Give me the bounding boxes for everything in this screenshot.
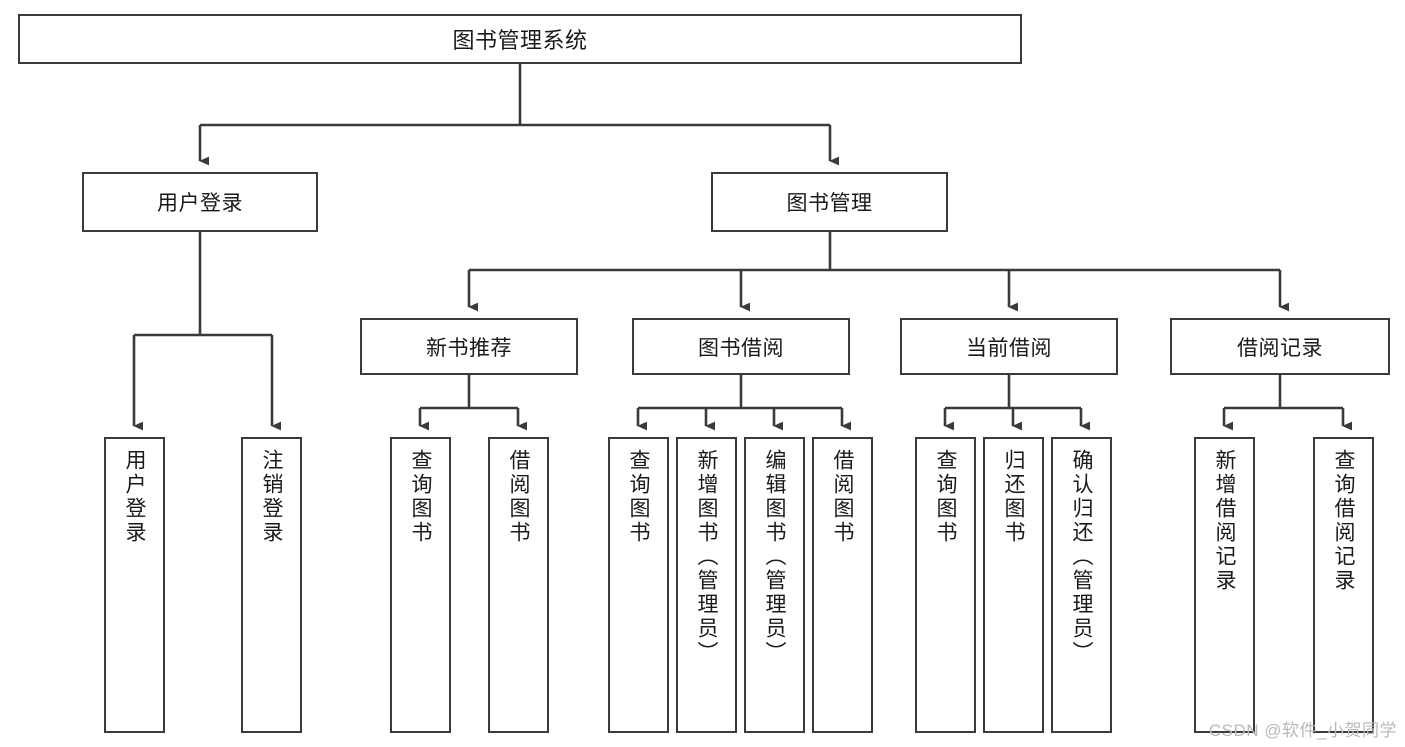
node-user-login[interactable]: 用户登录 [82,172,318,232]
node-leaf-query-book-rec[interactable]: 查询图书 [390,437,451,733]
watermark-label: CSDN @软件_小贺同学 [1208,721,1397,740]
node-leaf-user-login[interactable]: 用户登录 [104,437,165,733]
node-leaf-add-book-label: 新增图书（管理员） [695,449,718,665]
node-leaf-borrow-book-rec[interactable]: 借阅图书 [488,437,549,733]
node-leaf-add-record[interactable]: 新增借阅记录 [1194,437,1255,733]
node-current-borrow-label: 当前借阅 [966,336,1052,360]
node-leaf-query-book-cur[interactable]: 查询图书 [915,437,976,733]
node-leaf-user-login-label: 用户登录 [123,449,146,545]
node-leaf-edit-book-label: 编辑图书（管理员） [763,449,786,665]
node-leaf-return-book-label: 归还图书 [1002,449,1025,545]
node-leaf-query-record[interactable]: 查询借阅记录 [1313,437,1374,733]
node-leaf-logout-label: 注销登录 [260,449,283,545]
node-leaf-borrow-book-label: 借阅图书 [831,449,854,545]
node-leaf-query-book-borrow[interactable]: 查询图书 [608,437,669,733]
node-book-manage[interactable]: 图书管理 [711,172,948,232]
node-leaf-query-book-cur-label: 查询图书 [934,449,957,545]
node-leaf-query-record-label: 查询借阅记录 [1332,449,1355,593]
node-leaf-confirm-return[interactable]: 确认归还（管理员） [1051,437,1112,733]
node-leaf-confirm-return-label: 确认归还（管理员） [1070,449,1093,665]
node-root-system[interactable]: 图书管理系统 [18,14,1022,64]
node-leaf-add-record-label: 新增借阅记录 [1213,449,1236,593]
node-root-system-label: 图书管理系统 [452,28,588,53]
node-leaf-edit-book[interactable]: 编辑图书（管理员） [744,437,805,733]
node-leaf-add-book[interactable]: 新增图书（管理员） [676,437,737,733]
node-leaf-return-book[interactable]: 归还图书 [983,437,1044,733]
node-book-borrow-label: 图书借阅 [698,336,784,360]
node-leaf-query-book-borrow-label: 查询图书 [627,449,650,545]
node-current-borrow[interactable]: 当前借阅 [900,318,1118,375]
node-new-book-recommend-label: 新书推荐 [426,336,512,360]
node-leaf-query-book-rec-label: 查询图书 [409,449,432,545]
node-leaf-borrow-book-rec-label: 借阅图书 [507,449,530,545]
node-leaf-borrow-book[interactable]: 借阅图书 [812,437,873,733]
node-new-book-recommend[interactable]: 新书推荐 [360,318,578,375]
node-borrow-record[interactable]: 借阅记录 [1170,318,1390,375]
node-leaf-logout[interactable]: 注销登录 [241,437,302,733]
node-user-login-label: 用户登录 [157,192,243,215]
node-book-manage-label: 图书管理 [786,192,873,215]
node-book-borrow[interactable]: 图书借阅 [632,318,850,375]
node-borrow-record-label: 借阅记录 [1237,336,1323,360]
